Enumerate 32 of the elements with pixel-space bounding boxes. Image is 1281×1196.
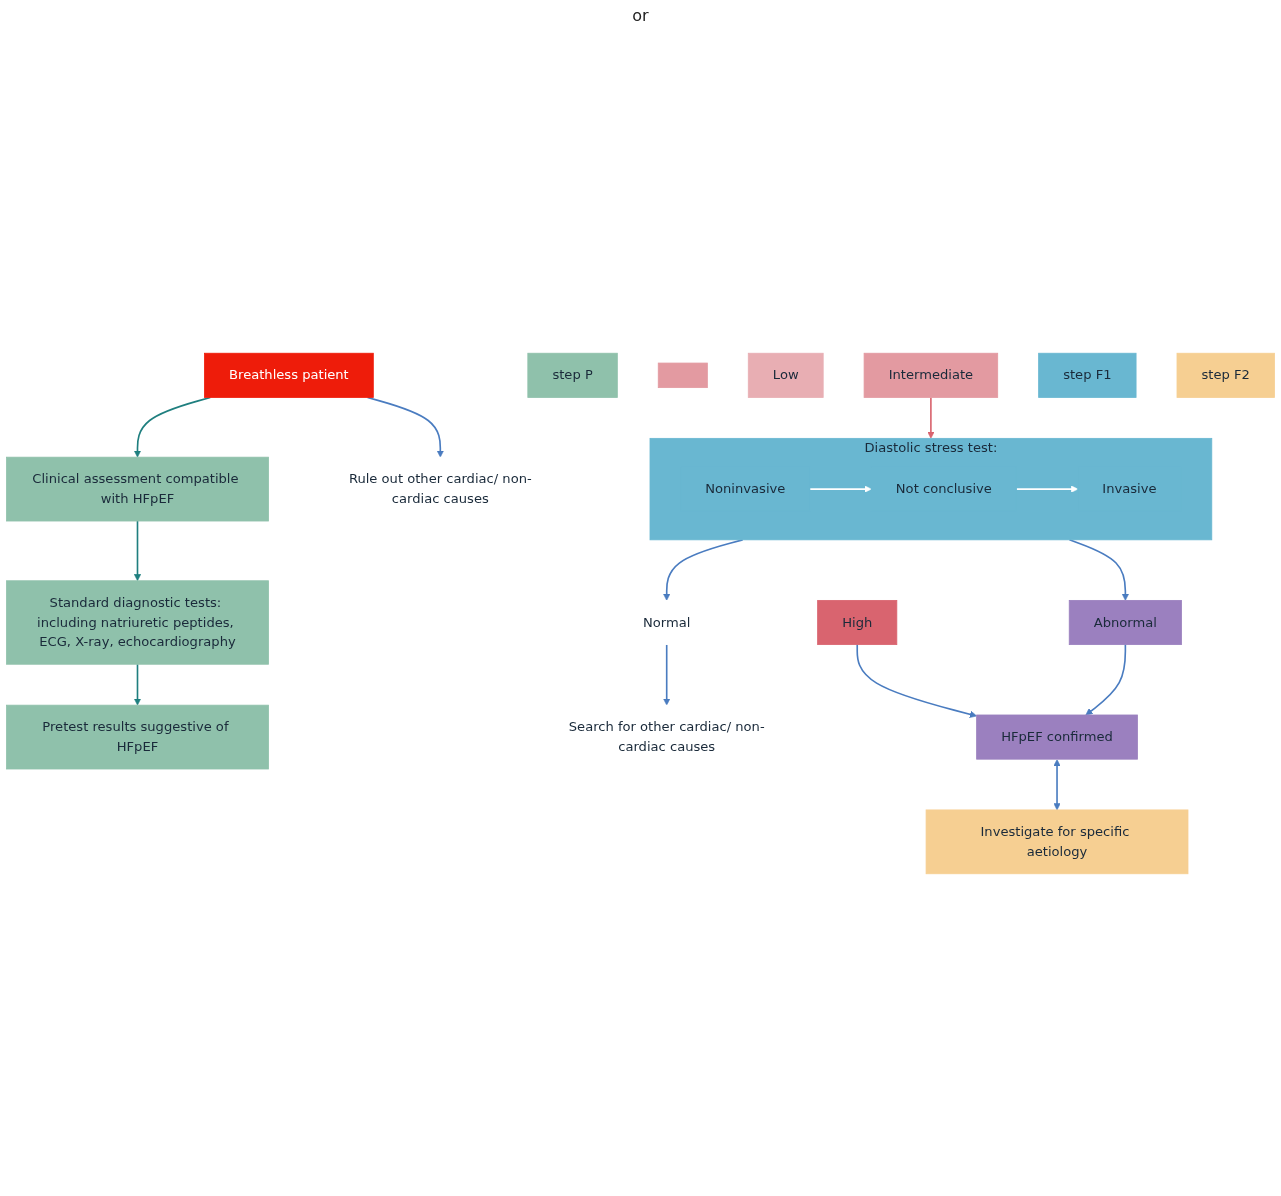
arrow xyxy=(663,539,744,601)
node-text: Search for other cardiac/ non-cardiac causes xyxy=(568,719,765,755)
arrow xyxy=(663,643,671,706)
arrow xyxy=(809,485,872,493)
node-box: Standard diagnostic tests: including natriuretic peptides, ECG, X-ray, echocardiography xyxy=(6,580,269,665)
node-box: step P xyxy=(527,352,618,398)
node-text: Rule out other cardiac/ non-cardiac causes xyxy=(348,471,532,507)
arrow xyxy=(1068,539,1129,601)
node-box: step F2 xyxy=(1176,352,1275,398)
arrow xyxy=(1053,759,1061,811)
node-box: Pretest results suggestive of HFpEF xyxy=(6,704,269,770)
arrow xyxy=(927,396,935,439)
node-box: Breathless patient xyxy=(204,352,374,398)
node-box: Intermediate xyxy=(863,352,999,398)
node-box: Investigate for specific aetiology xyxy=(925,809,1189,875)
node-text: Noninvasive xyxy=(705,480,786,497)
node-box: Clinical assessment compatible with HFpEF xyxy=(6,456,269,522)
node-box: High xyxy=(817,600,898,645)
arrow xyxy=(856,643,977,718)
note-text: or xyxy=(632,6,649,25)
node-box: Abnormal xyxy=(1068,600,1182,645)
node-box: HFpEF confirmed xyxy=(976,714,1138,760)
node-box xyxy=(657,362,708,389)
node-box: Low xyxy=(747,352,824,398)
node-text: Normal xyxy=(643,614,691,630)
arrow xyxy=(1085,643,1127,716)
arrow xyxy=(133,663,142,706)
node-box: step F1 xyxy=(1038,352,1137,398)
arrow xyxy=(1015,485,1079,493)
arrow xyxy=(133,520,142,582)
node-text: Invasive xyxy=(1102,480,1157,497)
node-text: Not conclusive xyxy=(895,480,992,497)
